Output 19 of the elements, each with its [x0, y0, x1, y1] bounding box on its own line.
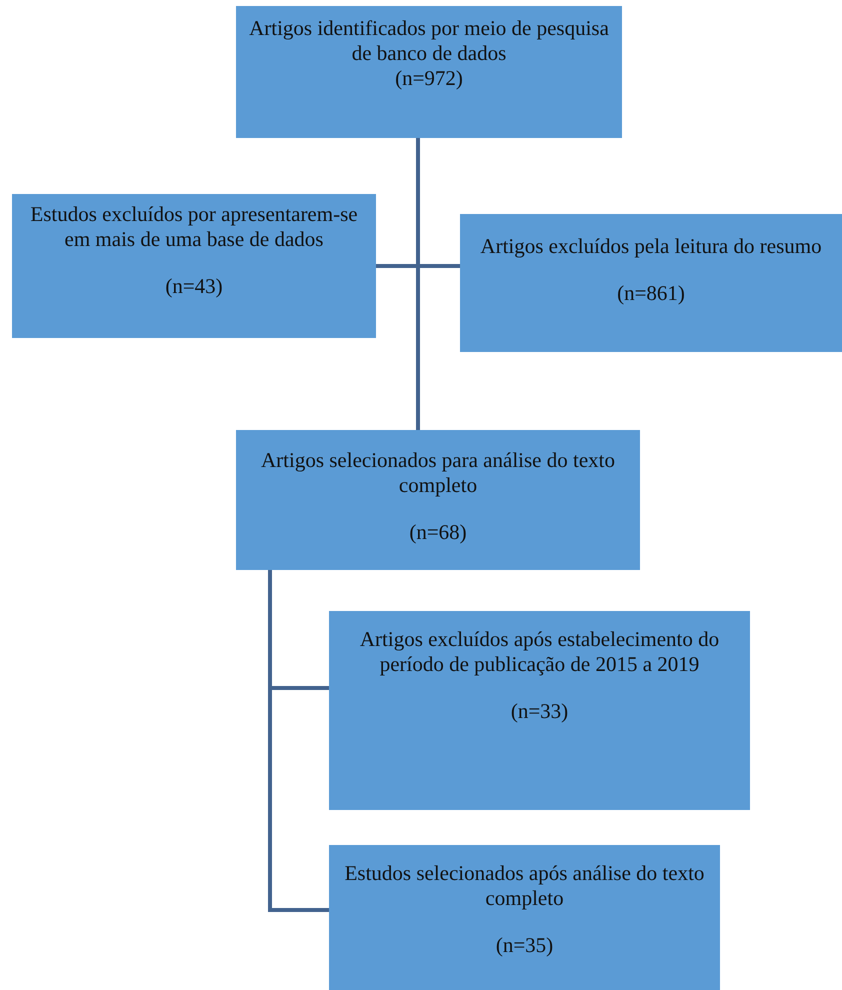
box-text: (n=68) — [409, 520, 467, 546]
process-box — [236, 430, 640, 570]
box-text: (n=861) — [617, 281, 685, 306]
box-text: (n=33) — [510, 699, 568, 725]
box-text: (n=43) — [165, 274, 223, 300]
box-text: Artigos selecionados para análise do texto completo — [260, 448, 616, 498]
box-text: Estudos excluídos por apresentarem-se em mais de uma base de dados — [29, 202, 359, 252]
box-text: Artigos excluídos após estabelecimento do período de publicação de 2015 a 2019 — [358, 627, 720, 678]
box-text: (n=972) — [395, 66, 463, 92]
box-text: Estudos selecionados após análise do texto completo — [344, 861, 706, 912]
box-text: Artigos excluídos pela leitura do resumo — [480, 234, 822, 260]
process-box — [329, 845, 720, 990]
box-text: (n=35) — [496, 933, 554, 959]
connector-line — [268, 570, 329, 912]
process-box — [329, 611, 750, 810]
process-box — [236, 6, 622, 138]
process-box — [12, 194, 376, 338]
box-text: Artigos identificados por meio de pesquisa de banco de dados — [248, 16, 610, 66]
process-box — [460, 214, 842, 352]
